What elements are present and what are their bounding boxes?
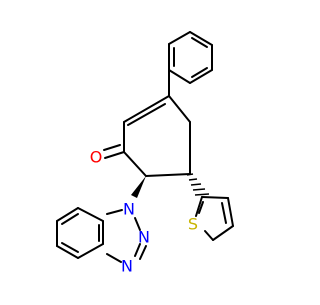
bond (77, 207, 104, 222)
oxygen-atom-label: O (90, 148, 103, 167)
bond (212, 225, 234, 241)
bond (134, 217, 141, 231)
bond (134, 243, 141, 257)
cyclohexenone-ring (123, 69, 191, 177)
bond (198, 201, 204, 214)
bond (127, 103, 166, 126)
bond (189, 31, 213, 46)
bond (145, 173, 191, 177)
bond (106, 253, 122, 263)
bond (201, 196, 229, 199)
bond (103, 144, 121, 151)
benzotriazole-benzene (56, 207, 104, 259)
bond (191, 37, 208, 48)
thiophene-ring (195, 196, 234, 241)
bond (204, 230, 214, 241)
bond (123, 151, 147, 177)
hashed-wedge-bond (186, 173, 210, 196)
structure-drawing: O S (56, 31, 234, 276)
bond (191, 67, 208, 78)
bond (77, 243, 104, 259)
bond (168, 95, 191, 123)
nitrogen-atom-label-n2: N (138, 228, 150, 247)
bond (227, 197, 234, 227)
wedge-bond (131, 176, 146, 198)
nitrogen-atom-label-n1: N (123, 200, 135, 219)
molecule-canvas: O S (56, 31, 234, 276)
bond (168, 31, 191, 45)
nitrogen-atom-label-n3: N (121, 257, 133, 276)
bond (195, 196, 203, 217)
bond (56, 207, 79, 222)
carbonyl (103, 144, 125, 159)
bond (104, 151, 125, 159)
bond (61, 213, 79, 225)
bond (106, 209, 123, 215)
bond (61, 242, 79, 253)
bond (168, 69, 191, 84)
bond (189, 69, 213, 84)
bond (56, 245, 79, 259)
bond (221, 202, 227, 224)
benzotriazole-triazole (102, 209, 147, 263)
sulfur-atom-label: S (188, 215, 198, 234)
bond (139, 245, 147, 260)
bond (123, 95, 170, 123)
phenyl-ring (168, 31, 213, 84)
